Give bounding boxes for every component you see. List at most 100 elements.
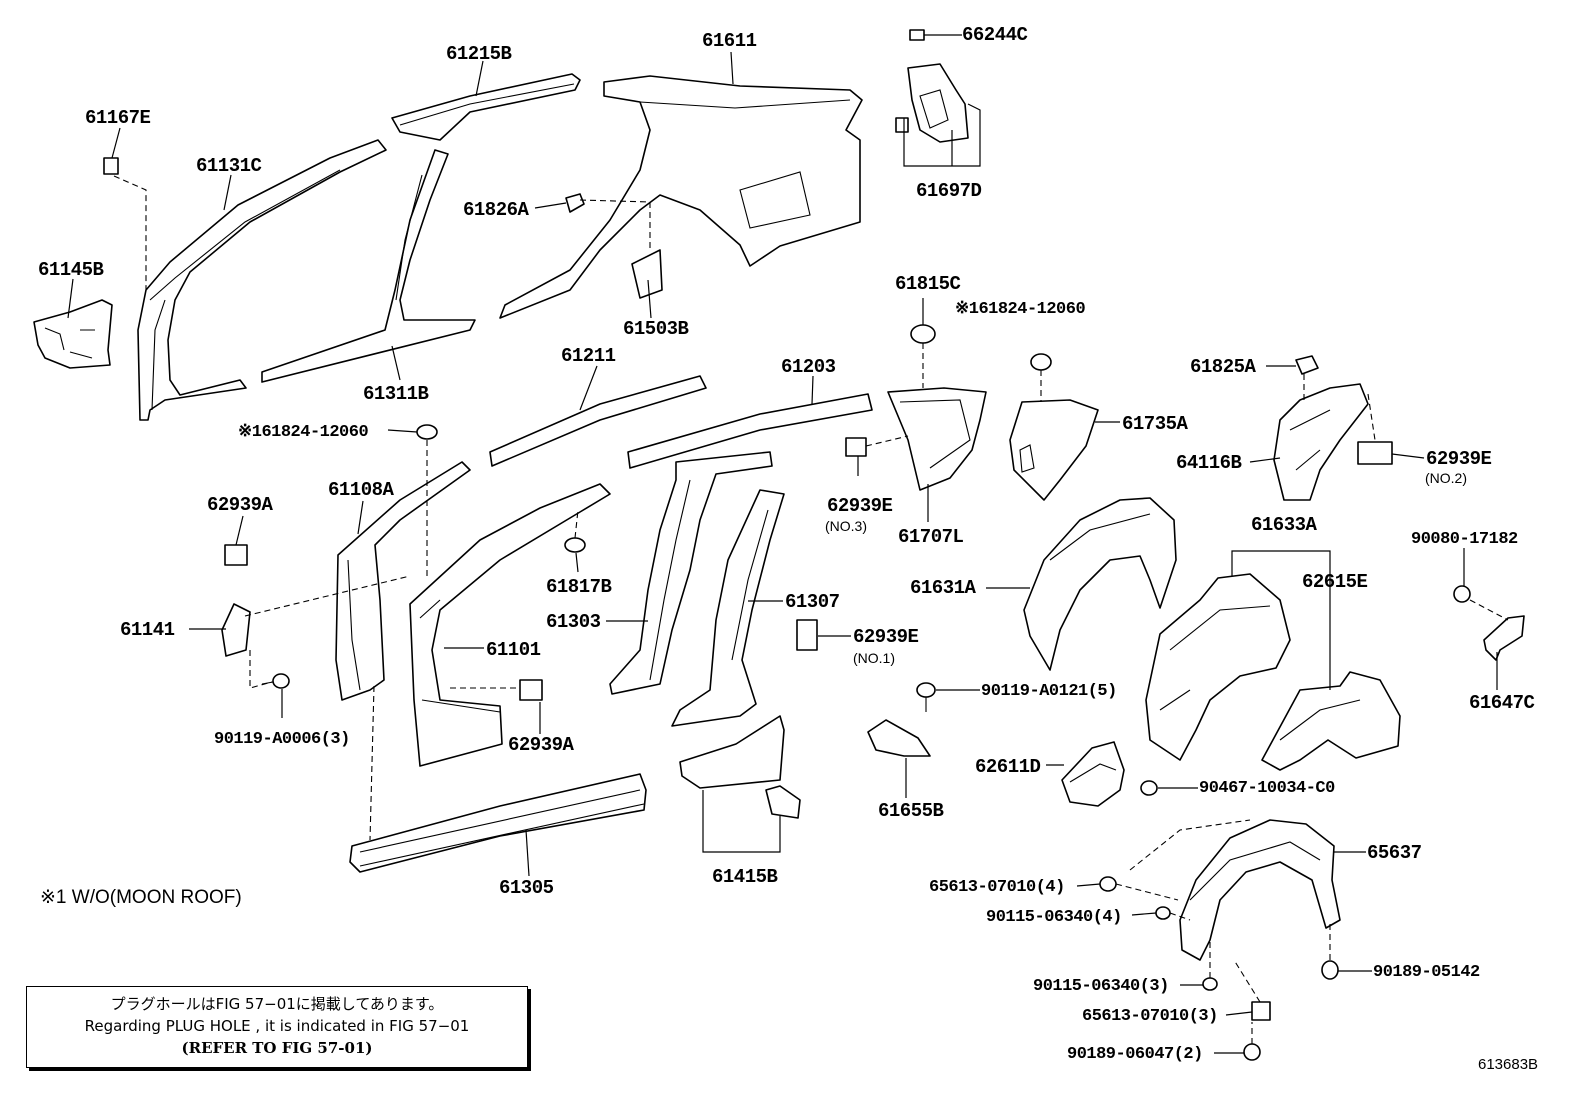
part-cap-61825a (1295, 355, 1319, 375)
callout-90189-05142: 90189-05142 (1373, 963, 1480, 982)
callout-90119-a0006: 90119-A0006(3) (214, 730, 350, 749)
callout-62615e: 62615E (1302, 571, 1368, 593)
callout-65613-07010-3: 65613-07010(3) (1082, 1007, 1218, 1026)
callout-61611: 61611 (702, 30, 757, 52)
callout-61215b: 61215B (446, 43, 512, 65)
part-quarter-panel-61611 (499, 75, 863, 319)
part-liner-65637 (1179, 819, 1341, 961)
part-grommet-90080-17182 (1453, 585, 1471, 603)
callout-61101: 61101 (486, 639, 541, 661)
callout-62939e-no3: 62939E (827, 495, 893, 517)
callout-61824-12060-left: ※161824-12060 (238, 423, 369, 442)
callout-61305: 61305 (499, 877, 554, 899)
info-line-refer: (REFER TO FIG 57-01) (181, 1039, 373, 1057)
callout-61307: 61307 (785, 591, 840, 613)
callout-61108a: 61108A (328, 479, 394, 501)
part-roof-rail-61203 (627, 393, 873, 469)
callout-61131c: 61131C (196, 155, 262, 177)
callout-62939e-no1: 62939E (853, 626, 919, 648)
part-clip-61167e (103, 157, 119, 175)
part-bolt-90119-a0121 (916, 682, 936, 712)
part-roof-rail-inner-61211 (489, 375, 707, 467)
part-plug-66244c (909, 29, 925, 41)
part-rocker-61305 (349, 773, 647, 873)
callout-61503b: 61503B (623, 318, 689, 340)
part-wheelhouse-61707l (887, 387, 987, 491)
part-pad-62939e-no3 (845, 437, 867, 457)
callout-61631a: 61631A (910, 577, 976, 599)
part-wheelhouse-62611d (1061, 741, 1125, 807)
part-front-pillar-61131c (137, 139, 387, 421)
part-plug-61817b (564, 537, 586, 553)
note-no1: (NO.1) (853, 650, 895, 666)
part-front-pillar-inner-61108a (335, 461, 471, 701)
part-bracket-61697d (895, 63, 969, 143)
callout-65637: 65637 (1367, 842, 1422, 864)
callout-61211: 61211 (561, 345, 616, 367)
part-pad-62939e-no2 (1357, 441, 1393, 465)
part-pillar-inner-61101 (409, 483, 611, 767)
part-extension-62615e (1261, 671, 1401, 771)
part-nut-65613-07010-3 (1251, 1001, 1271, 1021)
callout-61817b: 61817B (546, 576, 612, 598)
part-roof-rail-61215b (391, 73, 581, 141)
part-screw-90115-06340-4 (1155, 906, 1171, 920)
part-plug-61824-12060-left (416, 424, 438, 440)
part-clip-90467-10034-c0 (1140, 780, 1158, 796)
part-bracket-64116b (1273, 383, 1369, 501)
callout-61145b: 61145B (38, 259, 104, 281)
part-bracket-61655b (867, 719, 931, 757)
part-wheelhouse-61633a (1145, 573, 1291, 761)
part-bracket-61415b (679, 715, 801, 819)
callout-90080-17182: 90080-17182 (1411, 530, 1518, 549)
callout-61826a: 61826A (463, 199, 529, 221)
part-bracket-61647c (1483, 615, 1525, 661)
callout-62611d: 62611D (975, 756, 1041, 778)
part-bracket-61145b (33, 299, 113, 369)
callout-90115-06340-4: 90115-06340(4) (986, 908, 1122, 927)
part-pad-62939e-no1 (796, 619, 818, 651)
figure-code: 613683B (1478, 1056, 1539, 1073)
part-nut-65613-07010-4 (1099, 876, 1117, 892)
callout-61303: 61303 (546, 611, 601, 633)
callout-65613-07010-4: 65613-07010(4) (929, 878, 1065, 897)
callout-61311b: 61311B (363, 383, 429, 405)
callout-61203: 61203 (781, 356, 836, 378)
callout-90467-10034-c0: 90467-10034-C0 (1199, 779, 1335, 798)
callout-90115-06340-3: 90115-06340(3) (1033, 977, 1169, 996)
plug-hole-info-box: プラグホールはFIG 57−01に掲載してあります。 Regarding PLU… (26, 986, 528, 1068)
assembly-lines (113, 175, 1509, 1044)
callout-66244c: 66244C (962, 24, 1028, 46)
note-no2: (NO.2) (1425, 470, 1467, 486)
part-pad-62939a-lower (519, 679, 543, 701)
callout-61825a: 61825A (1190, 356, 1256, 378)
part-panel-61735a (1009, 399, 1099, 501)
callout-90119-a0121: 90119-A0121(5) (981, 682, 1117, 701)
part-clip-90189-05142 (1321, 960, 1339, 980)
leader-lines (67, 34, 1498, 1054)
callout-61141: 61141 (120, 619, 175, 641)
part-bolt-90119-a0006 (261, 673, 290, 689)
callout-62939a-upper: 62939A (207, 494, 273, 516)
part-plug-61815c (910, 324, 936, 344)
footnote-moon-roof: ※1 W/O(MOON ROOF) (40, 887, 242, 908)
callout-61167e: 61167E (85, 107, 151, 129)
part-screw-90115-06340-3 (1202, 977, 1218, 991)
part-plug-61824-12060-right (1030, 353, 1052, 371)
part-wheelhouse-61631a (1023, 497, 1177, 671)
callout-61655b: 61655B (878, 800, 944, 822)
callout-62939a-lower: 62939A (508, 734, 574, 756)
part-pillar-reinforcement-61307 (671, 489, 785, 727)
callout-64116b: 64116B (1176, 452, 1242, 474)
part-pad-62939a-upper (224, 544, 248, 566)
callout-61707l: 61707L (898, 526, 964, 548)
callout-61697d: 61697D (916, 180, 982, 202)
callout-61735a: 61735A (1122, 413, 1188, 435)
note-no3: (NO.3) (825, 518, 867, 534)
callout-61415b: 61415B (712, 866, 778, 888)
part-pillar-inner-61303 (609, 451, 773, 695)
part-bracket-61141 (221, 603, 251, 657)
info-line-english: Regarding PLUG HOLE , it is indicated in… (84, 1017, 470, 1035)
part-center-pillar-61311b (261, 149, 476, 383)
